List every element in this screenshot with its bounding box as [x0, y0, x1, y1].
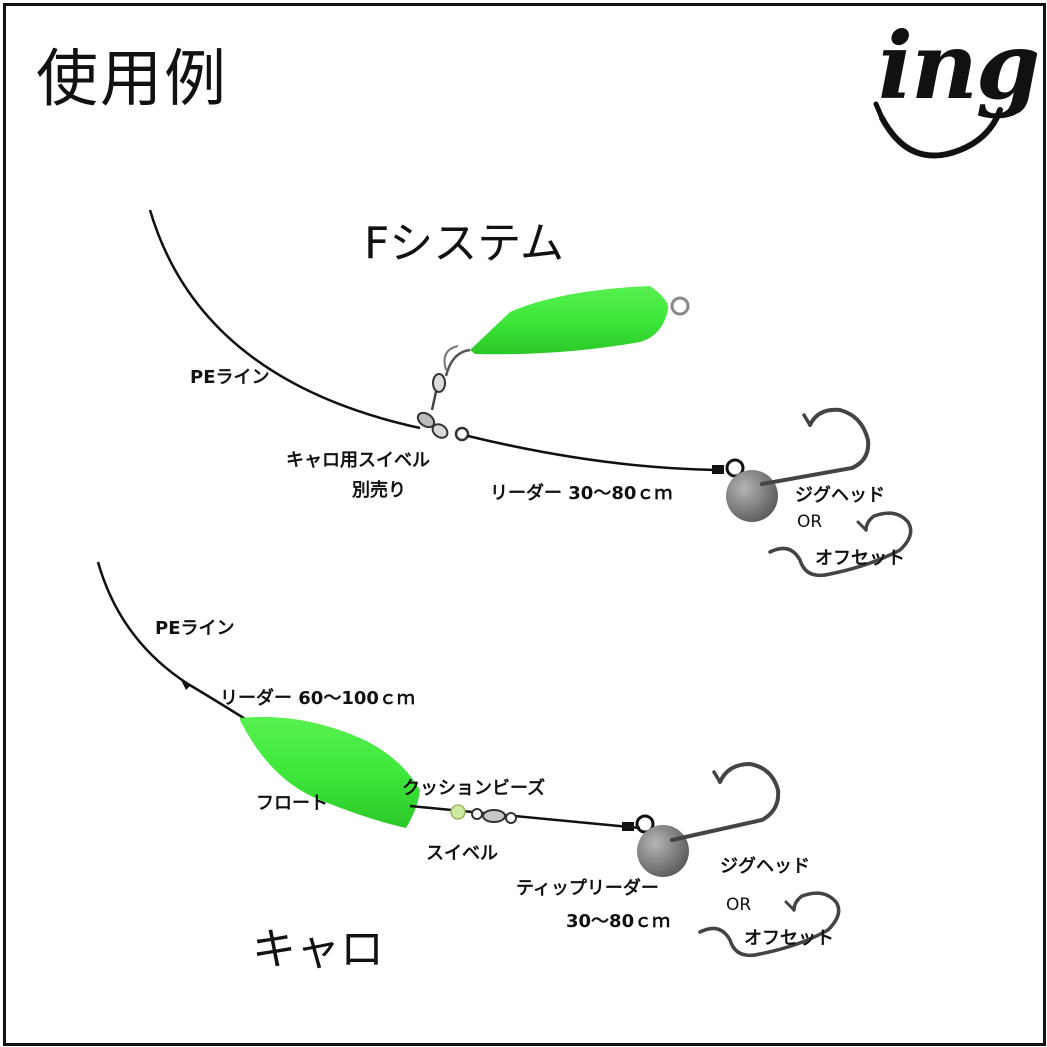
c-jighead-label: ジグヘッド: [720, 856, 810, 877]
f-system-title: Fシステム: [364, 218, 564, 269]
f-jighead-hook: [760, 407, 871, 486]
f-pe-line-label: PEライン: [190, 367, 270, 388]
c-beads-label: クッションビーズ: [402, 778, 546, 799]
c-tip-leader-label: ティップリーダー: [516, 878, 659, 899]
page-title: 使用例: [36, 42, 229, 115]
c-tip-leader-line: [409, 804, 641, 830]
c-swivel: [471, 808, 517, 824]
f-leader-knot: [712, 465, 724, 474]
f-pe-line: [148, 209, 421, 430]
f-float: [470, 286, 669, 355]
f-jighead-label: ジグヘッド: [795, 485, 885, 506]
brand-logo: ing: [878, 12, 1040, 120]
c-cushion-bead: [450, 804, 466, 820]
logo-hook-barb: [873, 101, 885, 121]
carolina-title: キャロ: [252, 924, 384, 975]
c-pe-line-label: PEライン: [155, 618, 235, 639]
f-jighead-eye: [725, 458, 745, 478]
f-offset-hook: [768, 511, 913, 578]
c-jighead-hook: [670, 761, 781, 842]
c-float-label: フロート: [256, 793, 328, 814]
c-float: [240, 716, 420, 828]
c-line-knot: [180, 678, 190, 690]
c-offset-label: オフセット: [744, 928, 834, 949]
f-leader-line: [467, 434, 717, 472]
c-jighead-eye: [635, 814, 655, 834]
c-swivel-label: スイベル: [426, 843, 498, 864]
c-or-label: OR: [726, 895, 752, 915]
f-offset-label: オフセット: [815, 548, 905, 569]
c-leader-label: リーダー 60〜100ｃｍ: [220, 688, 415, 709]
logo-hook-stroke: [879, 107, 1003, 159]
f-leader-label: リーダー 30〜80ｃｍ: [490, 483, 673, 504]
c-leader-knot: [622, 822, 634, 831]
c-tip-length-label: 30〜80ｃｍ: [566, 911, 671, 932]
f-or-label: OR: [797, 512, 823, 532]
c-pe-line: [96, 561, 189, 686]
f-swivel-label: キャロ用スイベル: [286, 450, 430, 471]
f-float-eye: [670, 296, 690, 316]
border-frame: [3, 3, 1046, 1046]
f-carolina-swivel: [416, 345, 471, 442]
c-jighead-sinker: [637, 825, 689, 877]
f-swivel-note: 別売り: [352, 480, 406, 501]
f-jighead-sinker: [726, 470, 778, 522]
c-offset-hook: [698, 891, 841, 958]
